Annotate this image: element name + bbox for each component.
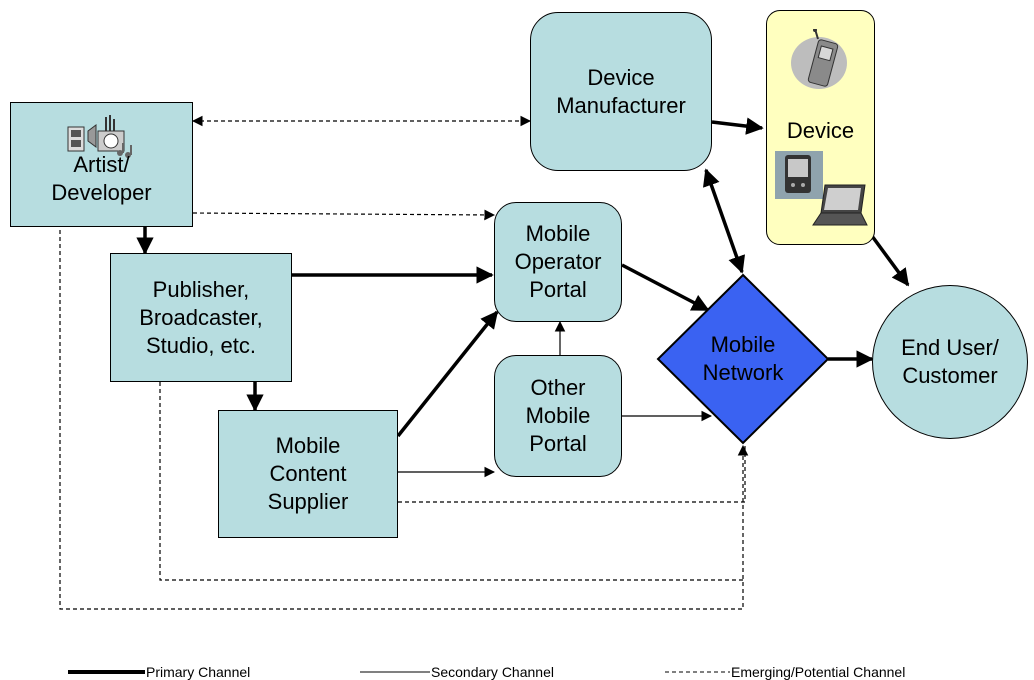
publisher-label: Publisher, Broadcaster, Studio, etc. — [139, 276, 263, 358]
edge-publisher-network — [159, 382, 743, 581]
edge-device-enduser — [870, 234, 910, 287]
mobile-operator-portal-label: Mobile Operator Portal — [514, 221, 602, 302]
device-label: Device — [786, 118, 855, 143]
edge-artist-operator — [192, 209, 496, 221]
other-mobile-portal-node: Other Mobile Portal — [494, 355, 622, 477]
edge-operator-network — [621, 263, 710, 312]
mobile-network-diamond — [656, 273, 830, 445]
music-media-icon — [67, 115, 132, 158]
legend-primary-label: Primary Channel — [146, 664, 251, 680]
artist-developer-node: Artist/ Developer — [10, 102, 193, 227]
edge-supplier-network — [398, 445, 746, 503]
end-user-customer-label: End User/ Customer — [901, 335, 999, 388]
legend-secondary-label: Secondary Channel — [431, 664, 554, 680]
mobile-network-node: Mobile Network — [658, 275, 828, 443]
mobile-phone-icon — [791, 29, 847, 89]
laptop-icon — [812, 184, 868, 226]
mobile-operator-portal-node: Mobile Operator Portal — [494, 202, 622, 322]
artist-developer-label: Artist/ Developer — [51, 152, 152, 205]
edge-artist-network — [59, 230, 749, 610]
edge-manufacturer-network — [702, 168, 746, 274]
mobile-content-supplier-label: Mobile Content Supplier — [267, 433, 349, 514]
publisher-node: Publisher, Broadcaster, Studio, etc. — [110, 253, 292, 382]
edge-manufacturer-device — [711, 117, 764, 135]
legend-emerging-label: Emerging/Potential Channel — [731, 664, 906, 680]
device-node: Device — [766, 10, 875, 245]
other-mobile-portal-label: Other Mobile Portal — [525, 375, 591, 456]
mobile-network-label: Mobile Network — [702, 332, 784, 385]
pda-icon — [775, 151, 823, 199]
edge-supplier-operator — [396, 310, 499, 438]
device-manufacturer-node: Device Manufacturer — [530, 12, 712, 171]
mobile-content-supplier-node: Mobile Content Supplier — [218, 410, 398, 538]
end-user-customer-node: End User/ Customer — [872, 285, 1028, 439]
device-manufacturer-label: Device Manufacturer — [556, 64, 686, 118]
